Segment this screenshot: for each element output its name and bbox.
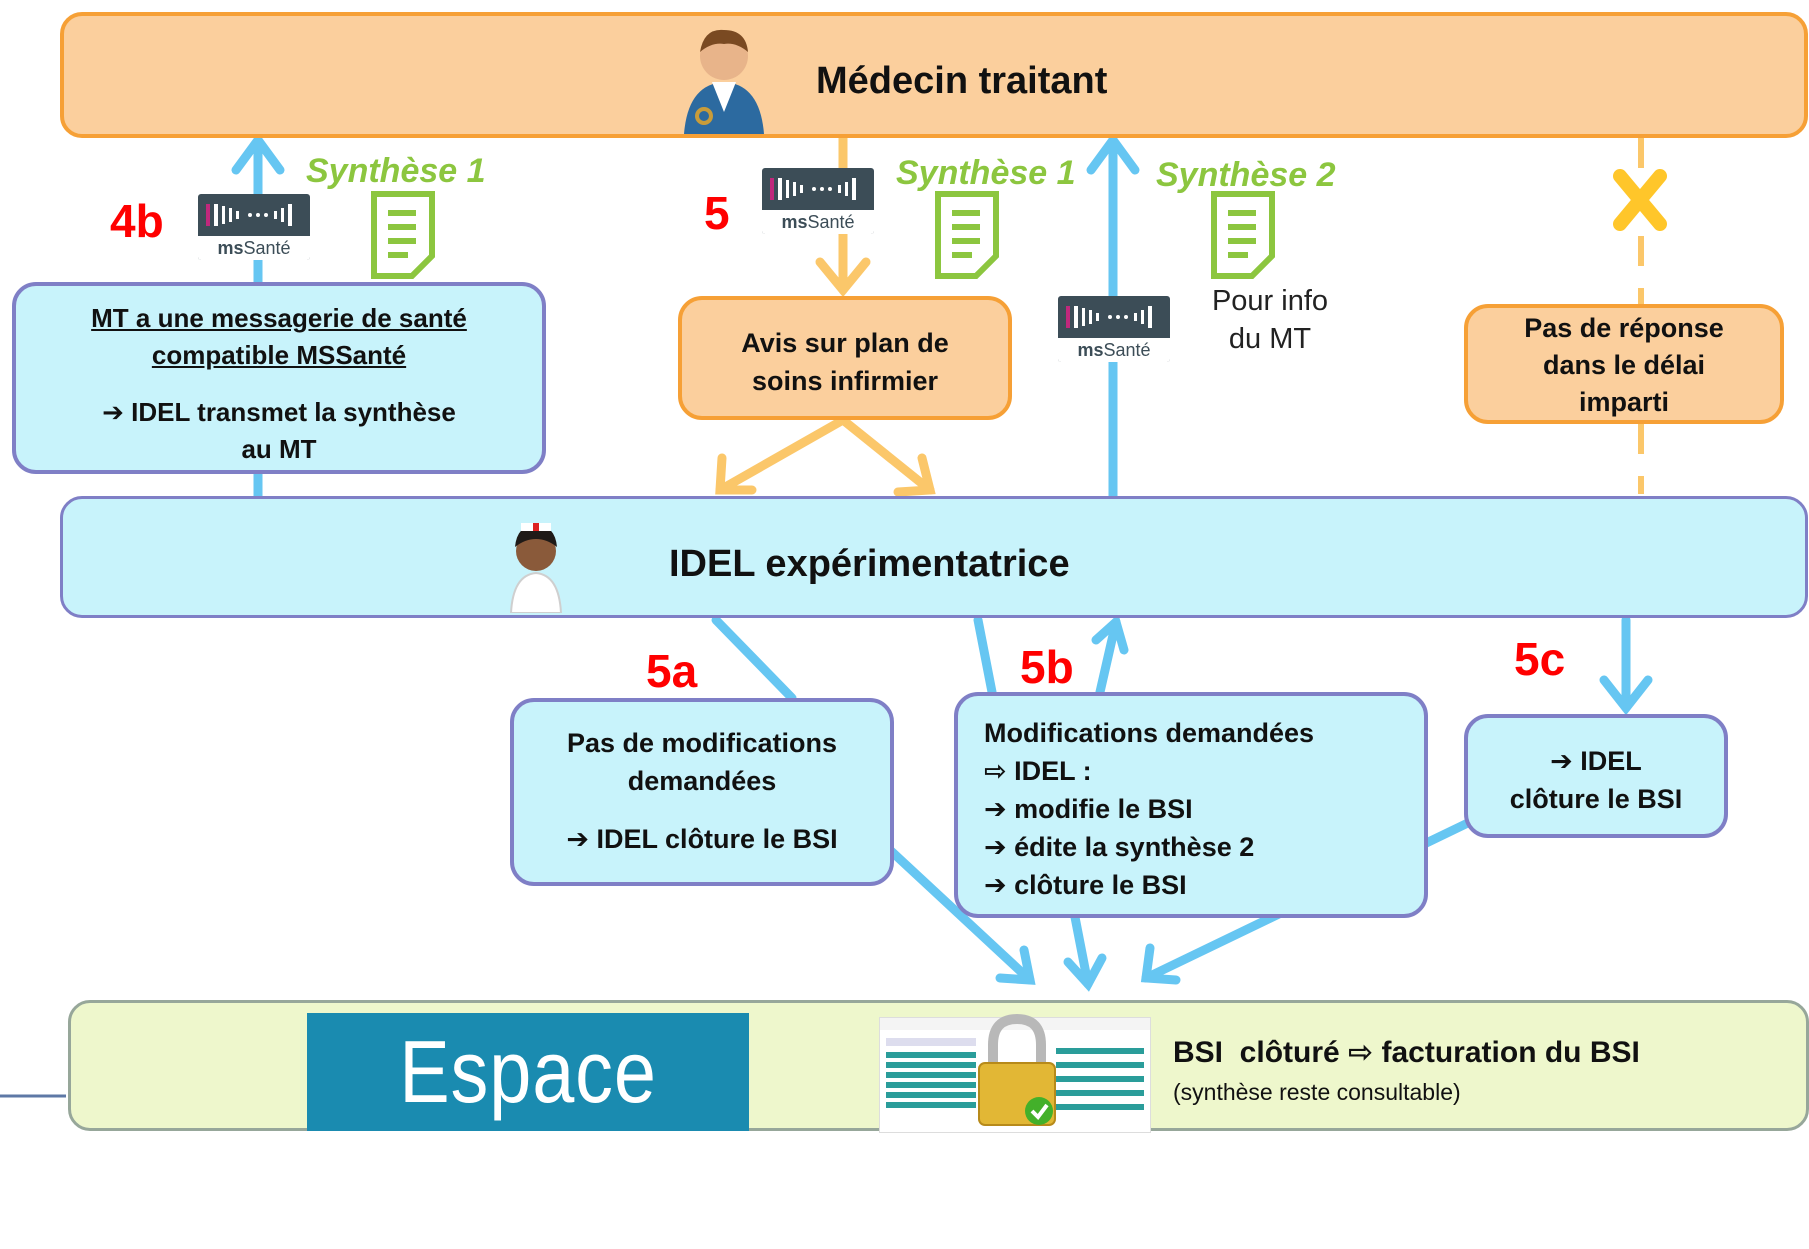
pas-reponse-line1: Pas de réponse [1524,313,1724,343]
label-5b: 5b [1020,641,1074,693]
pas-reponse-line3: imparti [1578,387,1670,417]
pour-info-text: Pour info du MT [1190,282,1350,358]
arrow-5b [973,613,1129,992]
nurse-icon [493,521,579,613]
label-5c: 5c [1514,633,1566,685]
avis-line2: soins infirmier [751,366,939,396]
synthese-label-right: Synthèse 2 [1156,156,1336,194]
padlock-icon [969,1009,1065,1133]
document-icon [1211,191,1275,279]
synthese-consultable-note: (synthèse reste consultable) [1173,1079,1461,1105]
box-pas-de-reponse: Pas de réponse dans le délai imparti [1464,304,1784,424]
mssante-logo: msSanté [198,194,310,260]
5b-line4: ➔ édite la synthèse 2 [984,832,1255,862]
5a-line2: demandées [627,766,777,796]
medecin-traitant-bar: Médecin traitant [60,12,1808,138]
label-5: 5 [704,187,730,239]
document-icon [935,191,999,279]
box-5a-pas-modifications: Pas de modifications demandées ➔ IDEL cl… [510,698,894,886]
box-mt-messagerie: MT a une messagerie de santé compatible … [12,282,546,474]
espace-pro-logo: Espace pro [307,1013,749,1239]
5c-line2: clôture le BSI [1509,784,1683,814]
arrow-avis-fork [715,415,936,497]
5a-line3: ➔ IDEL clôture le BSI [566,824,838,854]
box-5c-cloture: ➔ IDEL clôture le BSI [1464,714,1728,838]
document-icon [371,191,435,279]
mt-line4: au MT [241,434,317,464]
5b-line5: ➔ clôture le BSI [984,870,1187,900]
5b-line2: ⇨ IDEL : [984,756,1092,786]
5b-line3: ➔ modifie le BSI [984,794,1193,824]
5a-line1: Pas de modifications [566,728,838,758]
mt-line3: ➔ IDEL transmet la synthèse [102,397,456,427]
pour-info-line1: Pour info [1211,285,1329,317]
pas-reponse-line2: dans le délai [1542,350,1706,380]
medecin-title: Médecin traitant [816,60,1108,102]
5b-line1: Modifications demandées [984,718,1315,748]
espace-pro-logo-text: Espace pro [399,1022,657,1239]
5c-line1: ➔ IDEL [1550,746,1642,776]
pour-info-line2: du MT [1228,323,1312,355]
box-avis-plan-soins: Avis sur plan de soins infirmier [678,296,1012,420]
avis-line1: Avis sur plan de [741,328,949,358]
mssante-logo: msSanté [762,168,874,234]
idel-experimentatrice-bar: IDEL expérimentatrice [60,496,1808,618]
espace-pro-bar: Espace pro BSI clôturé ⇨ facturation du [68,1000,1809,1239]
doctor-icon [674,22,774,134]
mssante-logo: msSanté [1058,296,1170,362]
bsi-cloture-status: BSI clôturé ⇨ facturation du BSI [1173,1036,1640,1069]
idel-title: IDEL expérimentatrice [669,543,1070,585]
mt-line2: compatible MSSanté [151,340,407,370]
synthese-label-left: Synthèse 1 [306,152,486,190]
cross-icon [1613,169,1667,231]
mt-line1: MT a une messagerie de santé [91,303,467,333]
arrow-5a [711,615,1036,985]
label-5a: 5a [646,645,698,697]
label-4b: 4b [110,195,164,247]
synthese-label-middle: Synthèse 1 [896,154,1076,192]
box-5b-modifications-demandees: Modifications demandées ⇨ IDEL : ➔ modif… [954,692,1428,918]
